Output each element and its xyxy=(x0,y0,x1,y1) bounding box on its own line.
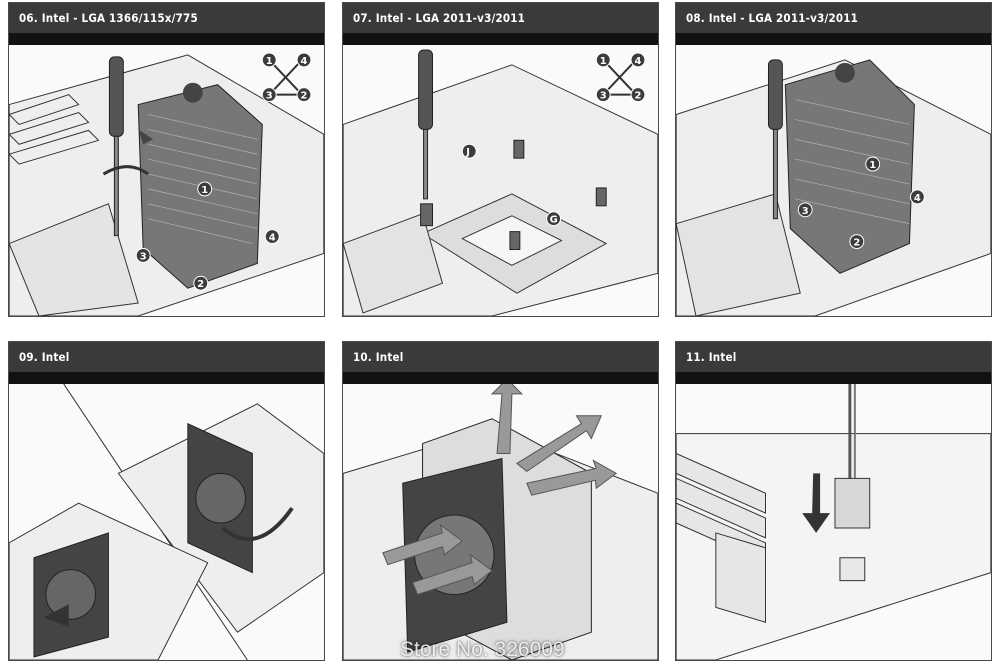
svg-text:4: 4 xyxy=(914,193,921,204)
step-09-panel: 09. Intel xyxy=(8,341,325,661)
svg-text:2: 2 xyxy=(197,279,204,290)
step-11-drawing xyxy=(676,384,991,660)
order-badge-2: 2 xyxy=(296,87,312,103)
svg-text:2: 2 xyxy=(301,91,308,102)
svg-text:2: 2 xyxy=(635,91,642,102)
step-06-header: 06. Intel - LGA 1366/115x/775 xyxy=(9,3,324,45)
step-07-illustration: 1 4 3 2 J G xyxy=(343,45,658,316)
step-06-illustration: 1 4 3 2 1 2 3 4 xyxy=(9,45,324,316)
screwdriver xyxy=(767,59,783,220)
callout-g: G xyxy=(546,211,562,227)
step-08-title: 08. Intel - LGA 2011-v3/2011 xyxy=(686,11,859,25)
pci-slot xyxy=(9,129,100,165)
svg-text:1: 1 xyxy=(600,56,607,67)
rotate-arrow xyxy=(221,506,294,542)
fan-header xyxy=(839,557,866,582)
step-06-panel: 06. Intel - LGA 1366/115x/775 xyxy=(8,2,325,317)
store-watermark: Store No. 326009 xyxy=(400,638,565,661)
svg-text:4: 4 xyxy=(635,56,642,67)
rotate-arrow xyxy=(102,165,150,176)
svg-text:3: 3 xyxy=(600,91,607,102)
ram-slots xyxy=(676,193,801,316)
step-09-drawing xyxy=(9,384,324,660)
down-arrow xyxy=(802,473,831,533)
svg-text:1: 1 xyxy=(266,56,273,67)
step-07-drawing: 1 4 3 2 J G xyxy=(343,49,658,316)
standoff xyxy=(420,203,433,227)
svg-text:G: G xyxy=(550,215,558,226)
fan-cable xyxy=(834,384,871,529)
step-07-panel: 07. Intel - LGA 2011-v3/2011 1 4 3 2 J xyxy=(342,2,659,317)
order-badge-4: 4 xyxy=(630,52,646,68)
cpu-cooler xyxy=(784,59,915,274)
order-badge-3: 3 xyxy=(595,87,611,103)
callout-3: 3 xyxy=(797,202,813,218)
standoff xyxy=(595,187,607,207)
step-08-panel: 08. Intel - LGA 2011-v3/2011 1 2 3 4 xyxy=(675,2,992,317)
step-10-illustration xyxy=(343,384,658,660)
svg-text:2: 2 xyxy=(853,238,860,249)
svg-text:4: 4 xyxy=(269,233,276,244)
step-10-drawing xyxy=(343,384,658,660)
order-badge-1: 1 xyxy=(261,52,277,68)
order-badge-2: 2 xyxy=(630,87,646,103)
ram-slots xyxy=(676,452,766,623)
step-07-title: 07. Intel - LGA 2011-v3/2011 xyxy=(353,11,526,25)
screwdriver xyxy=(418,49,433,200)
step-06-drawing: 1 4 3 2 1 2 3 4 xyxy=(9,52,324,316)
order-badge-1: 1 xyxy=(595,52,611,68)
svg-text:1: 1 xyxy=(201,185,208,196)
svg-text:3: 3 xyxy=(140,251,147,262)
callout-2: 2 xyxy=(849,234,865,249)
step-10-header: 10. Intel xyxy=(343,342,658,384)
svg-text:J: J xyxy=(465,147,470,158)
step-07-header: 07. Intel - LGA 2011-v3/2011 xyxy=(343,3,658,45)
svg-text:3: 3 xyxy=(802,206,809,217)
ram-slots xyxy=(343,213,444,314)
step-09-header: 09. Intel xyxy=(9,342,324,384)
callout-1: 1 xyxy=(865,156,881,172)
step-11-illustration xyxy=(676,384,991,660)
step-09-title: 09. Intel xyxy=(19,350,70,364)
step-08-header: 08. Intel - LGA 2011-v3/2011 xyxy=(676,3,991,45)
callout-2: 2 xyxy=(193,275,209,291)
step-11-header: 11. Intel xyxy=(676,342,991,384)
screwdriver xyxy=(108,56,124,237)
callout-4: 4 xyxy=(909,189,925,205)
svg-text:3: 3 xyxy=(266,91,273,102)
pci-slot xyxy=(9,94,80,125)
standoff xyxy=(513,139,525,159)
step-06-title: 06. Intel - LGA 1366/115x/775 xyxy=(19,11,198,25)
step-11-panel: 11. Intel xyxy=(675,341,992,661)
step-08-drawing: 1 2 3 4 xyxy=(676,59,991,316)
step-10-title: 10. Intel xyxy=(353,350,404,364)
step-08-illustration: 1 2 3 4 xyxy=(676,45,991,316)
standoff xyxy=(509,231,521,250)
step-09-illustration xyxy=(9,384,324,660)
callout-3: 3 xyxy=(135,248,151,263)
svg-text:4: 4 xyxy=(301,56,308,67)
step-10-panel: 10. Intel xyxy=(342,341,659,661)
callout-1: 1 xyxy=(197,181,213,197)
callout-j: J xyxy=(461,143,477,159)
callout-4: 4 xyxy=(264,229,280,245)
pci-slot xyxy=(9,111,90,145)
svg-text:1: 1 xyxy=(869,160,876,171)
order-badge-4: 4 xyxy=(296,52,312,68)
down-arrow xyxy=(138,129,154,145)
push-arrow xyxy=(43,604,69,628)
airflow-arrows xyxy=(382,384,618,596)
step-11-title: 11. Intel xyxy=(686,350,737,364)
ram-slots xyxy=(9,203,139,316)
order-badge-3: 3 xyxy=(261,87,277,103)
